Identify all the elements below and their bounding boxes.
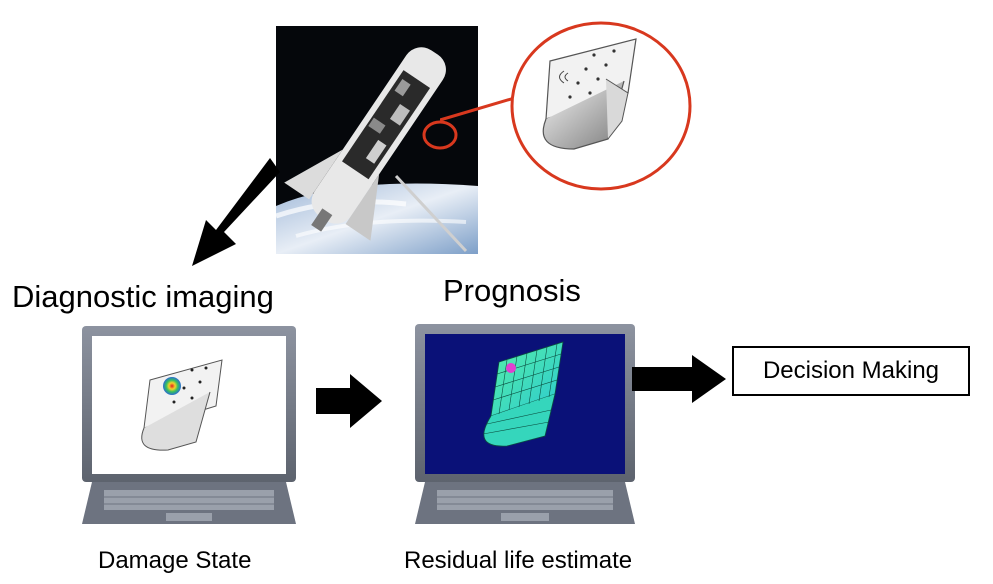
laptop-icon	[82, 326, 296, 524]
prognosis-label: Prognosis	[443, 273, 581, 308]
diagnostic-imaging-label: Diagnostic imaging	[12, 279, 274, 314]
arrow-icon	[316, 374, 382, 428]
space-shuttle-photo	[276, 26, 478, 254]
decision-making-box: Decision Making	[732, 346, 970, 396]
laptop-icon	[415, 324, 635, 524]
arrow-icon	[632, 355, 726, 403]
panel-zoom-callout	[510, 21, 692, 191]
arrow-icon	[192, 158, 280, 266]
residual-life-label: Residual life estimate	[404, 547, 633, 574]
decision-making-label: Decision Making	[762, 357, 940, 384]
damage-state-label: Damage State	[98, 547, 252, 574]
